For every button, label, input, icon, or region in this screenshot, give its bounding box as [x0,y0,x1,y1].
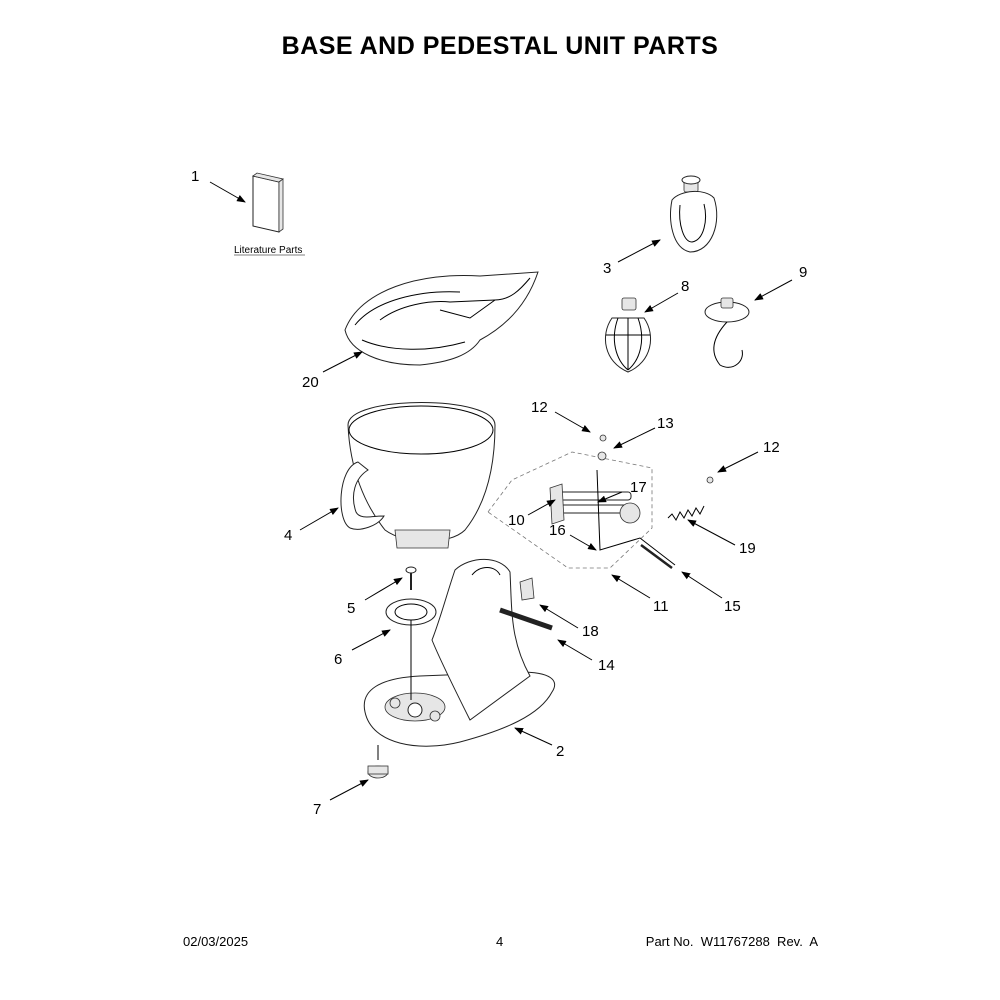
callout-5: 5 [347,600,355,617]
mixing-bowl-part[interactable] [340,402,496,549]
wire-whip-part[interactable] [604,297,652,373]
callout-15: 15 [724,598,741,615]
literature-parts-label: Literature Parts [234,245,302,256]
callout-13: 13 [657,415,674,432]
dough-hook-part[interactable] [704,297,750,368]
bowl-clamp-plate-part[interactable] [385,566,437,700]
footer-date: 02/03/2025 [183,934,249,949]
pouring-shield-part[interactable] [344,271,539,366]
footer-part-number: Part No. W11767288 Rev. A [645,934,818,949]
callout-1: 1 [191,168,199,185]
callout-12-top: 12 [531,399,548,416]
callout-14: 14 [598,657,615,674]
spring-part[interactable] [667,476,714,521]
page-title: BASE AND PEDESTAL UNIT PARTS [281,32,719,60]
callout-11: 11 [653,598,669,615]
rubber-foot-part[interactable] [367,745,389,779]
literature-parts-booklet[interactable]: Literature Parts [234,172,305,256]
callout-7: 7 [313,801,321,818]
callout-20: 20 [302,374,319,391]
callout-16: 16 [549,522,566,539]
hinge-assembly[interactable] [487,434,676,570]
callout-12-right: 12 [763,439,780,456]
pedestal-base-part[interactable] [363,558,556,747]
callout-2: 2 [556,743,564,760]
callout-8: 8 [681,278,689,295]
callout-4: 4 [284,527,292,544]
callout-17: 17 [630,479,647,496]
callout-10: 10 [508,512,525,529]
callout-3: 3 [603,260,611,277]
callout-9: 9 [799,264,807,281]
callout-19: 19 [739,540,756,557]
hinge-pin-part[interactable] [499,577,553,631]
flat-beater-part[interactable] [670,175,718,253]
callout-6: 6 [334,651,342,668]
callout-18: 18 [582,623,599,640]
callout-arrows [209,181,793,801]
footer-page-number: 4 [496,934,504,949]
